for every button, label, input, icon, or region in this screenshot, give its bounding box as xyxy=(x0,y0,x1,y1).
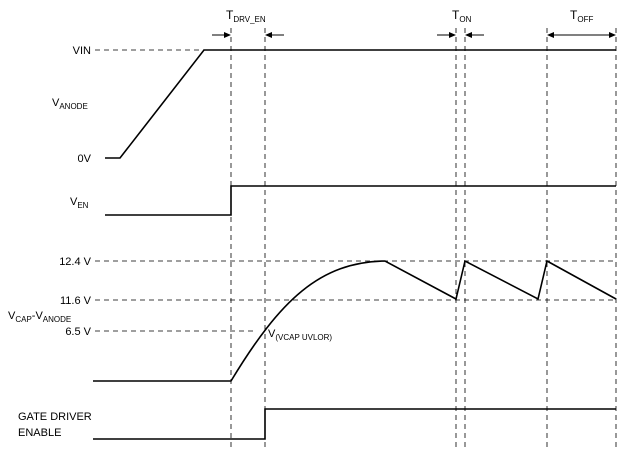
ton-label: TON xyxy=(452,8,472,24)
toff-arrowhead-right xyxy=(609,32,616,38)
v-anode-waveform xyxy=(105,49,616,159)
enable-label: ENABLE xyxy=(18,427,61,439)
tdrv-arrows xyxy=(212,32,284,38)
tdrv-arrowhead-right xyxy=(265,32,272,38)
uvlo-annotation: V(VCAP UVLOR) xyxy=(268,328,332,342)
tdrv-arrowhead-left xyxy=(224,32,231,38)
v-en-waveform xyxy=(105,185,616,216)
gate-enable-waveform xyxy=(93,408,616,440)
ton-arrowhead-right xyxy=(465,32,472,38)
vcap-waveform xyxy=(93,259,617,382)
level-guides xyxy=(95,49,616,332)
level-124-label: 12.4 V xyxy=(59,256,91,268)
v-en-label: VEN xyxy=(70,196,89,210)
toff-arrowhead-left xyxy=(547,32,554,38)
ton-arrows xyxy=(437,32,484,38)
level-65-label: 6.5 V xyxy=(65,326,91,338)
level-116-label: 11.6 V xyxy=(60,295,92,307)
tdrv-label: TDRV_EN xyxy=(226,8,266,24)
timing-guides xyxy=(230,28,617,447)
v-anode-label: VANODE xyxy=(52,97,88,111)
vcap-label: VCAP-VANODE xyxy=(8,310,71,324)
ton-arrowhead-left xyxy=(449,32,456,38)
zero-v-label: 0V xyxy=(78,153,92,165)
gate-driver-label: GATE DRIVER xyxy=(18,411,92,423)
vin-label: VIN xyxy=(73,45,91,57)
toff-label: TOFF xyxy=(570,8,593,24)
toff-arrow xyxy=(547,32,616,38)
